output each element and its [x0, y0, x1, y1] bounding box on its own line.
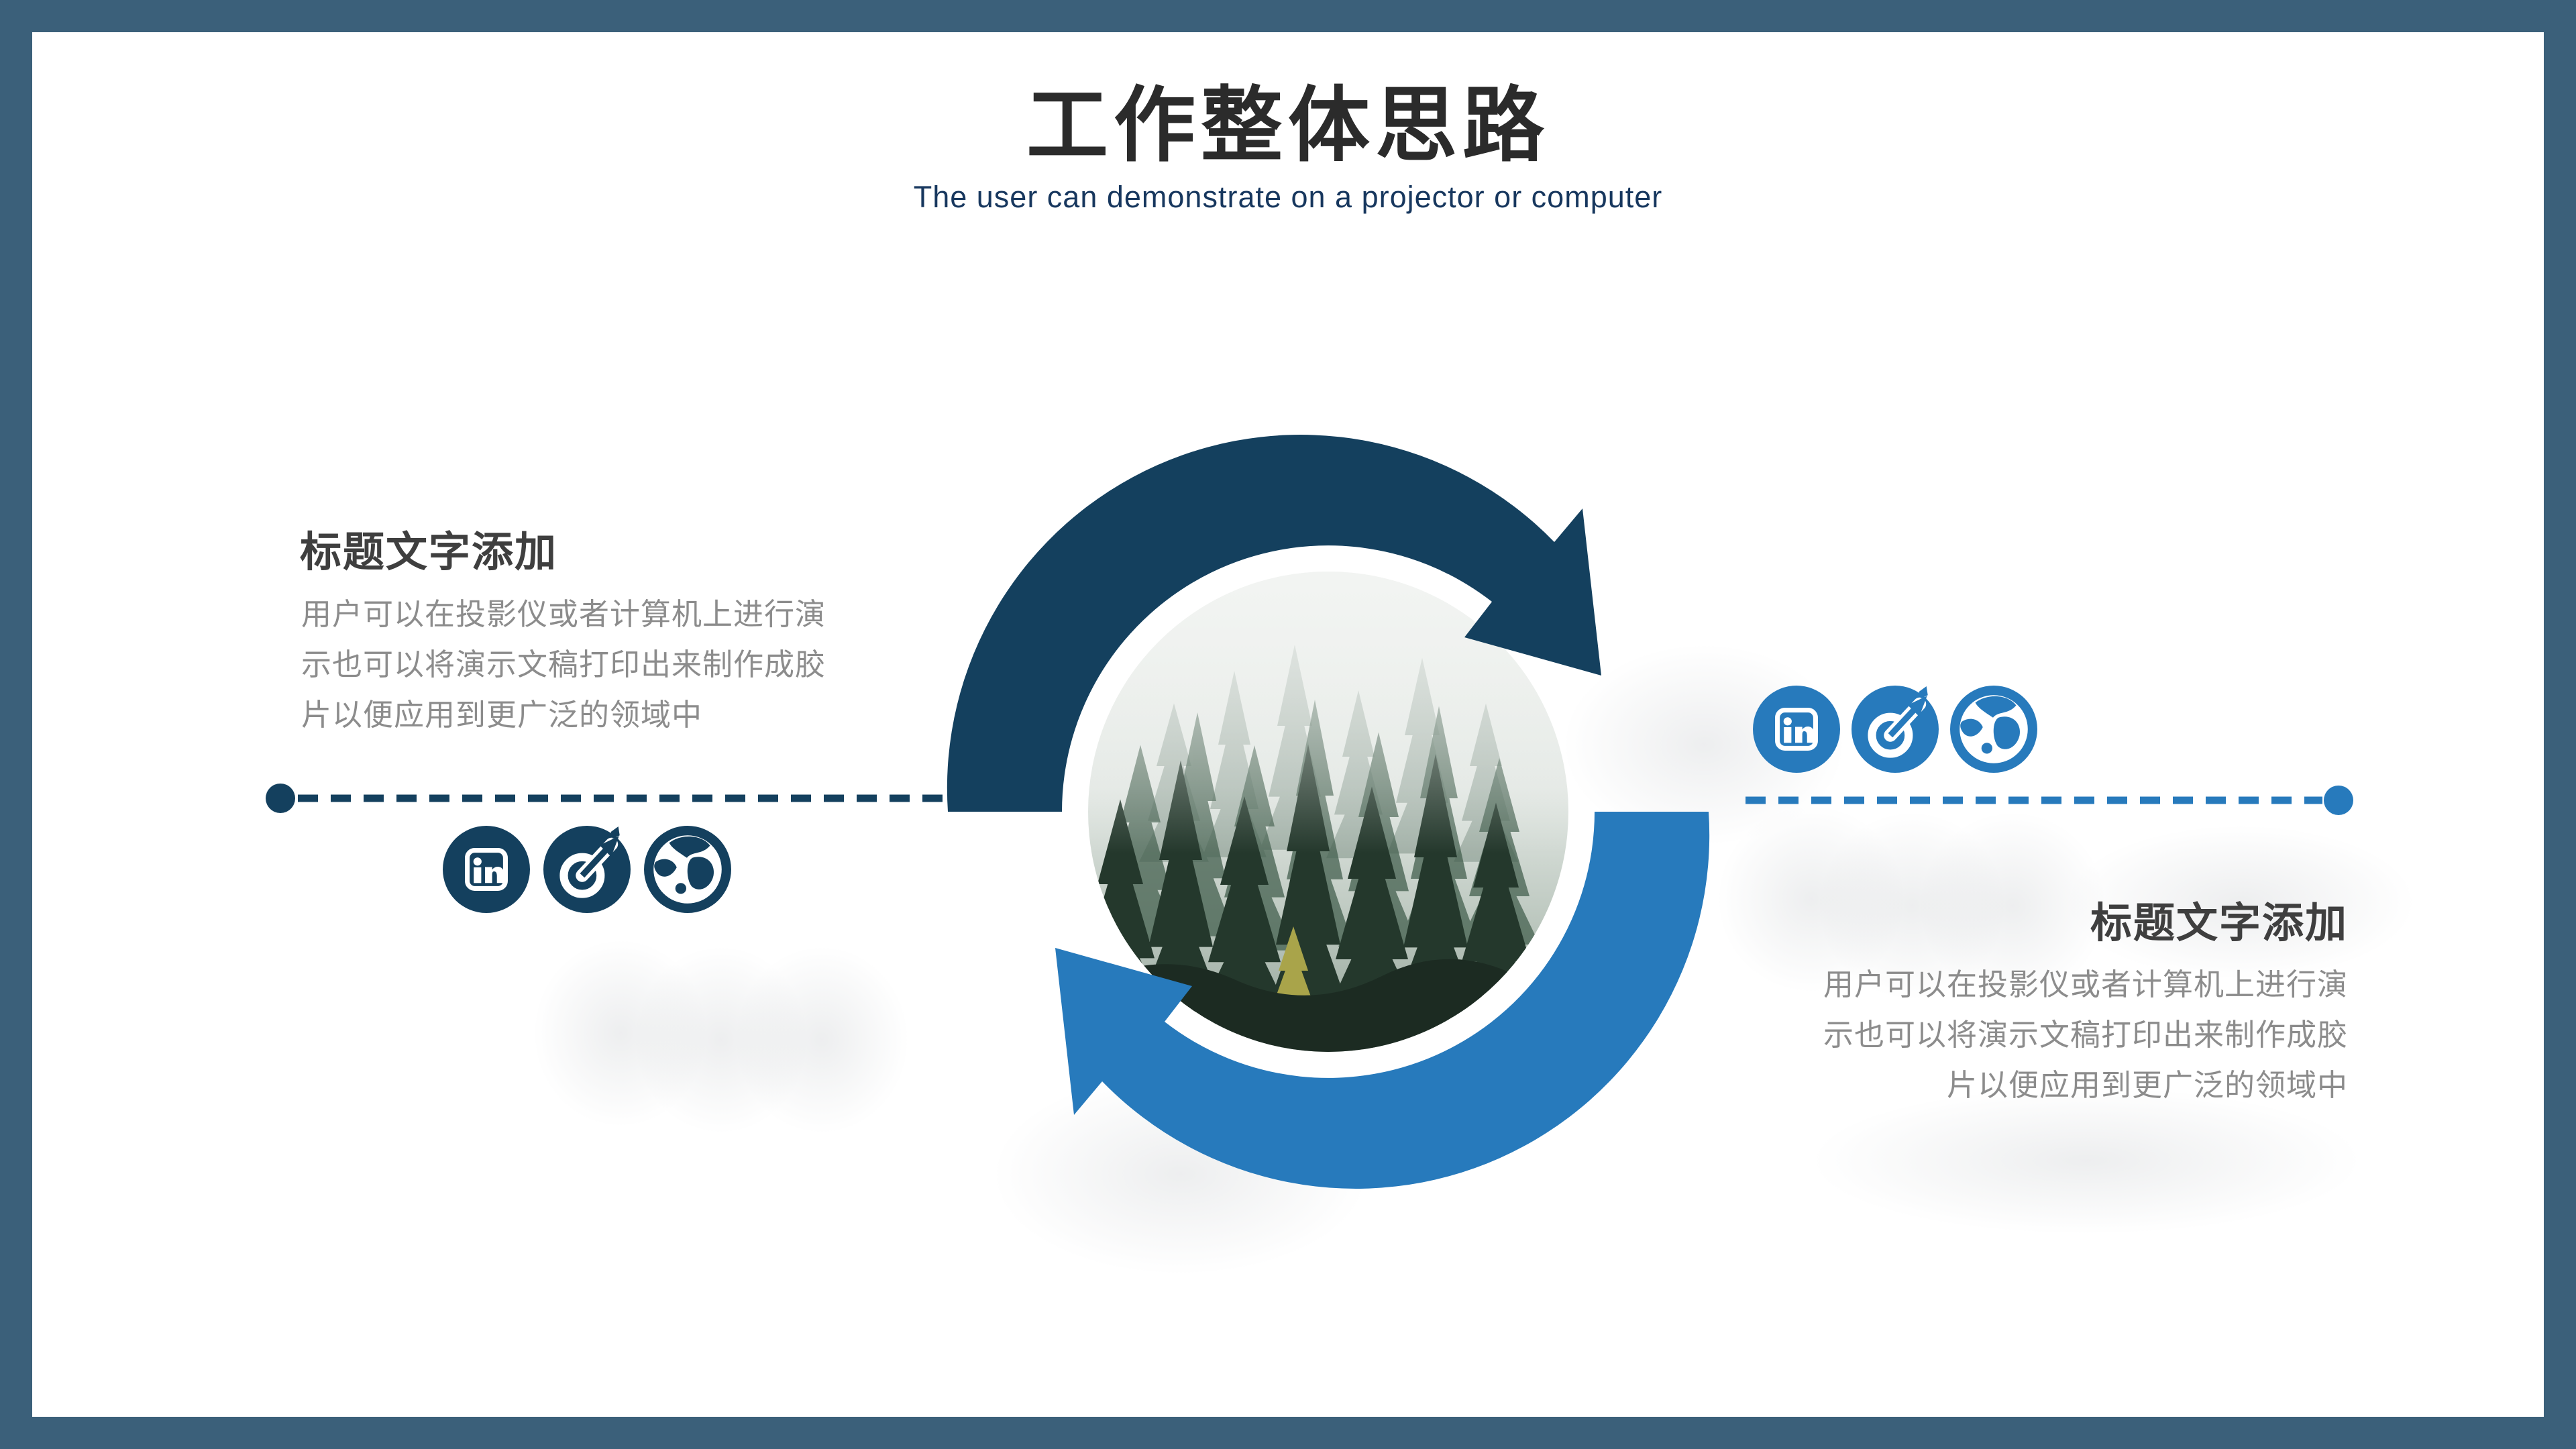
shadow-blob: [735, 946, 909, 1134]
target-icon: [543, 826, 631, 913]
shadow-blob: [1919, 812, 2106, 1000]
page-title: 工作整体思路: [1026, 80, 1550, 171]
connector-dot: [266, 784, 295, 813]
left-block-body: 用户可以在投影仪或者计算机上进行演 示也可以将演示文稿打印出来制作成胶 片以便应…: [301, 589, 838, 740]
right-block-body: 用户可以在投影仪或者计算机上进行演 示也可以将演示文稿打印出来制作成胶 片以便应…: [1784, 959, 2348, 1110]
right-dashed-connector: [1746, 786, 2353, 815]
linkedin-icon: [1753, 686, 1840, 773]
body-line: 示也可以将演示文稿打印出来制作成胶: [1823, 1018, 2348, 1052]
body-line: 片以便应用到更广泛的领域中: [1946, 1068, 2348, 1102]
page-subtitle: The user can demonstrate on a projector …: [913, 180, 1663, 214]
globe-continents: [1960, 696, 2020, 754]
shadow-blob: [533, 939, 708, 1127]
globe-icon: [644, 826, 731, 913]
shadow-blob: [1717, 805, 1905, 993]
shadow-blob: [1818, 812, 2006, 1000]
globe-continents: [654, 836, 714, 894]
body-line: 示也可以将演示文稿打印出来制作成胶: [301, 647, 826, 682]
cycle-graphic: [947, 435, 1710, 1189]
linkedin-icon: [443, 826, 530, 913]
left-dashed-connector: [266, 784, 945, 813]
target-icon: [1851, 686, 1939, 773]
body-line: 片以便应用到更广泛的领域中: [301, 698, 703, 732]
shadow-blob: [634, 946, 808, 1134]
body-line: 用户可以在投影仪或者计算机上进行演: [301, 597, 826, 631]
connector-dot: [2324, 786, 2353, 815]
shadow-blob: [1811, 1087, 2361, 1234]
body-line: 用户可以在投影仪或者计算机上进行演: [1823, 967, 2348, 1002]
cycle-arrow-bottom: [1055, 812, 1710, 1189]
shadow-blob: [2066, 825, 2415, 979]
globe-icon: [1950, 686, 2037, 773]
left-block-heading: 标题文字添加: [300, 529, 558, 576]
right-block-heading: 标题文字添加: [2090, 900, 2348, 947]
cycle-arrow-top: [947, 435, 1601, 812]
